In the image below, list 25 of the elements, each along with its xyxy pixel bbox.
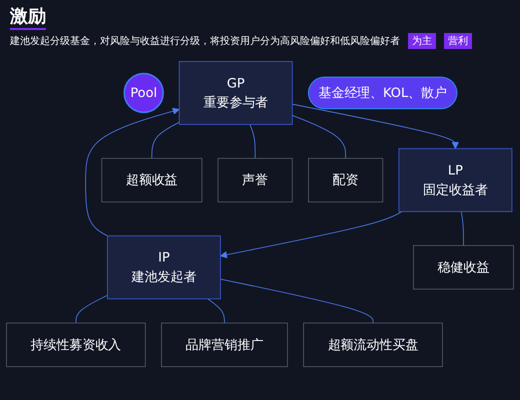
node-box: LP 固定收益者 [398,148,512,212]
connector [207,298,225,324]
arrow [85,108,180,236]
node-box: 稳健收益 [413,245,514,290]
connector [249,124,256,159]
node-box: 超额收益 [101,158,202,202]
subtitle: 建池发起分级基金，对风险与收益进行分级，将投资用户分为高风险偏好和低风险偏好者 [10,34,400,48]
connector [76,294,108,324]
arrow [220,211,402,258]
node-box: IP 建池发起者 [107,235,221,300]
connector [151,122,180,159]
title: 激励 [10,4,46,30]
node-box: 声誉 [218,158,293,202]
tag-label: 营利 [444,33,472,49]
node-box: 持续性募资收入 [6,322,146,367]
node-box: 品牌营销推广 [161,322,288,367]
node-box: GP 重要参与者 [178,61,293,125]
connector [460,211,464,246]
node-box: 配资 [308,158,384,202]
node-box: 超额流动性买盘 [303,322,443,367]
node-circle: Pool [123,72,164,114]
arrow [292,104,459,149]
connector [292,114,346,159]
connector [220,278,374,324]
tag-label: 为主 [408,33,436,49]
